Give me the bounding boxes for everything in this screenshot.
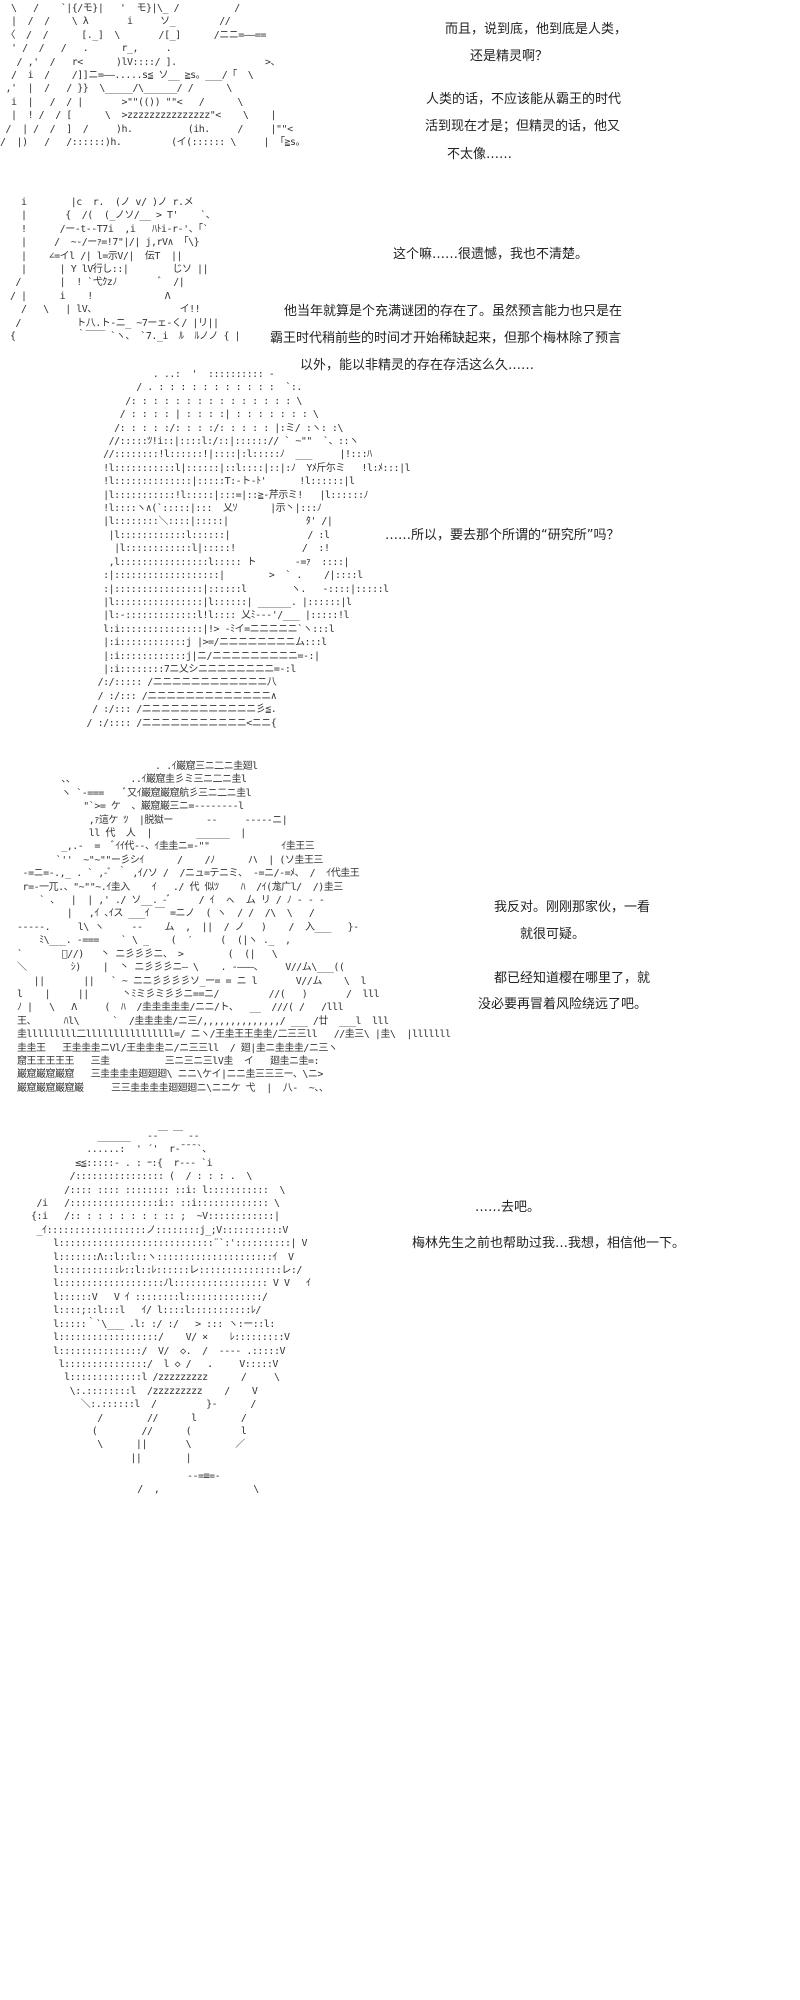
dialogue-line: 这个嘛……很遗憾，我也不清楚。 xyxy=(393,247,589,262)
dialogue-line: 都已经知道樱在哪里了，就 xyxy=(494,971,651,986)
dialogue-line: 就很可疑。 xyxy=(520,927,586,942)
ascii-art-figure: ______ -‐￣ ￣ ‐- ......: ' ´' r-¯¯¯`、 ≤≦:… xyxy=(31,1131,311,1464)
ascii-art-figure: \ / `|{/モ}| ' モ}|\_ / / | / / \ λ i ソ_ /… xyxy=(0,3,306,149)
dialogue-line: 活到现在才是；但精灵的话，他又 xyxy=(425,119,621,134)
dialogue-line: 以外，能以非精灵的存在存活这么久…… xyxy=(300,358,535,373)
dialogue-line: 不太像…… xyxy=(447,147,513,162)
dialogue-line: ……去吧。 xyxy=(475,1200,541,1215)
dialogue-line: 人类的话，不应该能从霸王的时代 xyxy=(426,92,622,107)
ascii-art-figure: i |c r. (ノ v/ )ノ r.メ | { /( (_ノソ/__ > T'… xyxy=(10,197,241,343)
dialogue-line: 没必要再冒着风险绕远了吧。 xyxy=(478,997,648,1012)
ascii-art-figure: . ..: ' :::::::::: - / . : : : : : : : :… xyxy=(86,369,411,729)
dialogue-line: 梅林先生之前也帮助过我…我想，相信他一下。 xyxy=(412,1236,686,1251)
dialogue-line: 还是精灵啊？ xyxy=(470,49,549,64)
dialogue-line: ……所以，要去那个所谓的“研究所”吗？ xyxy=(385,528,620,543)
dialogue-line: 他当年就算是个充满谜团的存在了。虽然预言能力也只是在 xyxy=(284,304,623,319)
dialogue-line: 我反对。刚刚那家伙，一看 xyxy=(494,900,651,915)
ascii-art-figure: . .ｲ巌窟三ニ二ニ圭廻l 、、 ..ｲ巌窟圭彡ミ三ニ二ニ圭l ヽ `-=== … xyxy=(17,761,451,1094)
dialogue-line: 霸王时代稍前些的时间才开始稀缺起来，但那个梅林除了预言 xyxy=(270,331,622,346)
ascii-art-figure: --=≡=- / , \ xyxy=(137,1471,259,1496)
dialogue-line: 而且，说到底，他到底是人类， xyxy=(445,22,628,37)
